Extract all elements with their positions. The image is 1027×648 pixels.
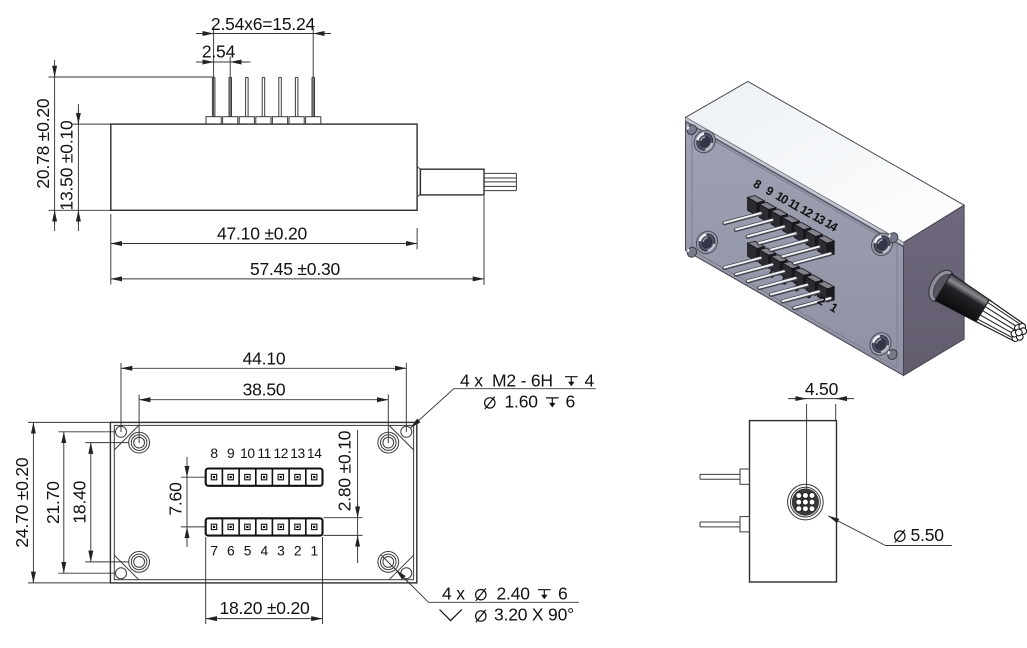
svg-text:21.70: 21.70: [43, 481, 63, 524]
svg-text:11: 11: [257, 446, 271, 461]
svg-text:2.54x6=15.24: 2.54x6=15.24: [211, 14, 316, 34]
svg-text:13: 13: [290, 446, 305, 461]
svg-text:57.45 ±0.30: 57.45 ±0.30: [250, 259, 341, 279]
svg-text:13.50 ±0.10: 13.50 ±0.10: [57, 120, 77, 211]
svg-text:38.50: 38.50: [243, 380, 286, 400]
svg-text:1: 1: [311, 544, 318, 559]
svg-text:4 x: 4 x: [460, 370, 483, 390]
svg-text:6: 6: [566, 392, 576, 412]
svg-text:47.10 ±0.20: 47.10 ±0.20: [217, 224, 308, 244]
svg-text:2.80 ±0.10: 2.80 ±0.10: [335, 430, 355, 511]
svg-text:7.60: 7.60: [166, 482, 186, 516]
svg-text:18.40: 18.40: [70, 480, 90, 523]
svg-text:M2 - 6H: M2 - 6H: [492, 370, 553, 390]
svg-text:2: 2: [294, 544, 301, 559]
svg-text:12: 12: [274, 446, 289, 461]
svg-text:10: 10: [240, 446, 255, 461]
svg-text:4 x: 4 x: [442, 583, 465, 603]
svg-text:24.70 ±0.20: 24.70 ±0.20: [12, 457, 32, 548]
svg-text:2.54: 2.54: [202, 42, 236, 62]
svg-text:18.20 ±0.20: 18.20 ±0.20: [219, 598, 310, 618]
svg-text:4: 4: [585, 370, 595, 390]
svg-text:20.78 ±0.20: 20.78 ±0.20: [33, 98, 53, 189]
svg-text:3.20 X 90°: 3.20 X 90°: [494, 605, 574, 625]
svg-text:14: 14: [307, 446, 322, 461]
svg-text:7: 7: [210, 544, 217, 559]
svg-text:1.60: 1.60: [505, 392, 539, 412]
svg-text:5.50: 5.50: [911, 525, 945, 545]
svg-text:3: 3: [277, 544, 285, 559]
svg-text:6: 6: [558, 583, 568, 603]
svg-text:2.40: 2.40: [497, 583, 531, 603]
svg-text:8: 8: [210, 446, 218, 461]
svg-text:9: 9: [227, 446, 235, 461]
svg-text:5: 5: [244, 544, 252, 559]
svg-text:6: 6: [227, 544, 235, 559]
svg-text:4: 4: [260, 544, 268, 559]
svg-text:4.50: 4.50: [805, 379, 839, 399]
svg-text:44.10: 44.10: [243, 348, 286, 368]
